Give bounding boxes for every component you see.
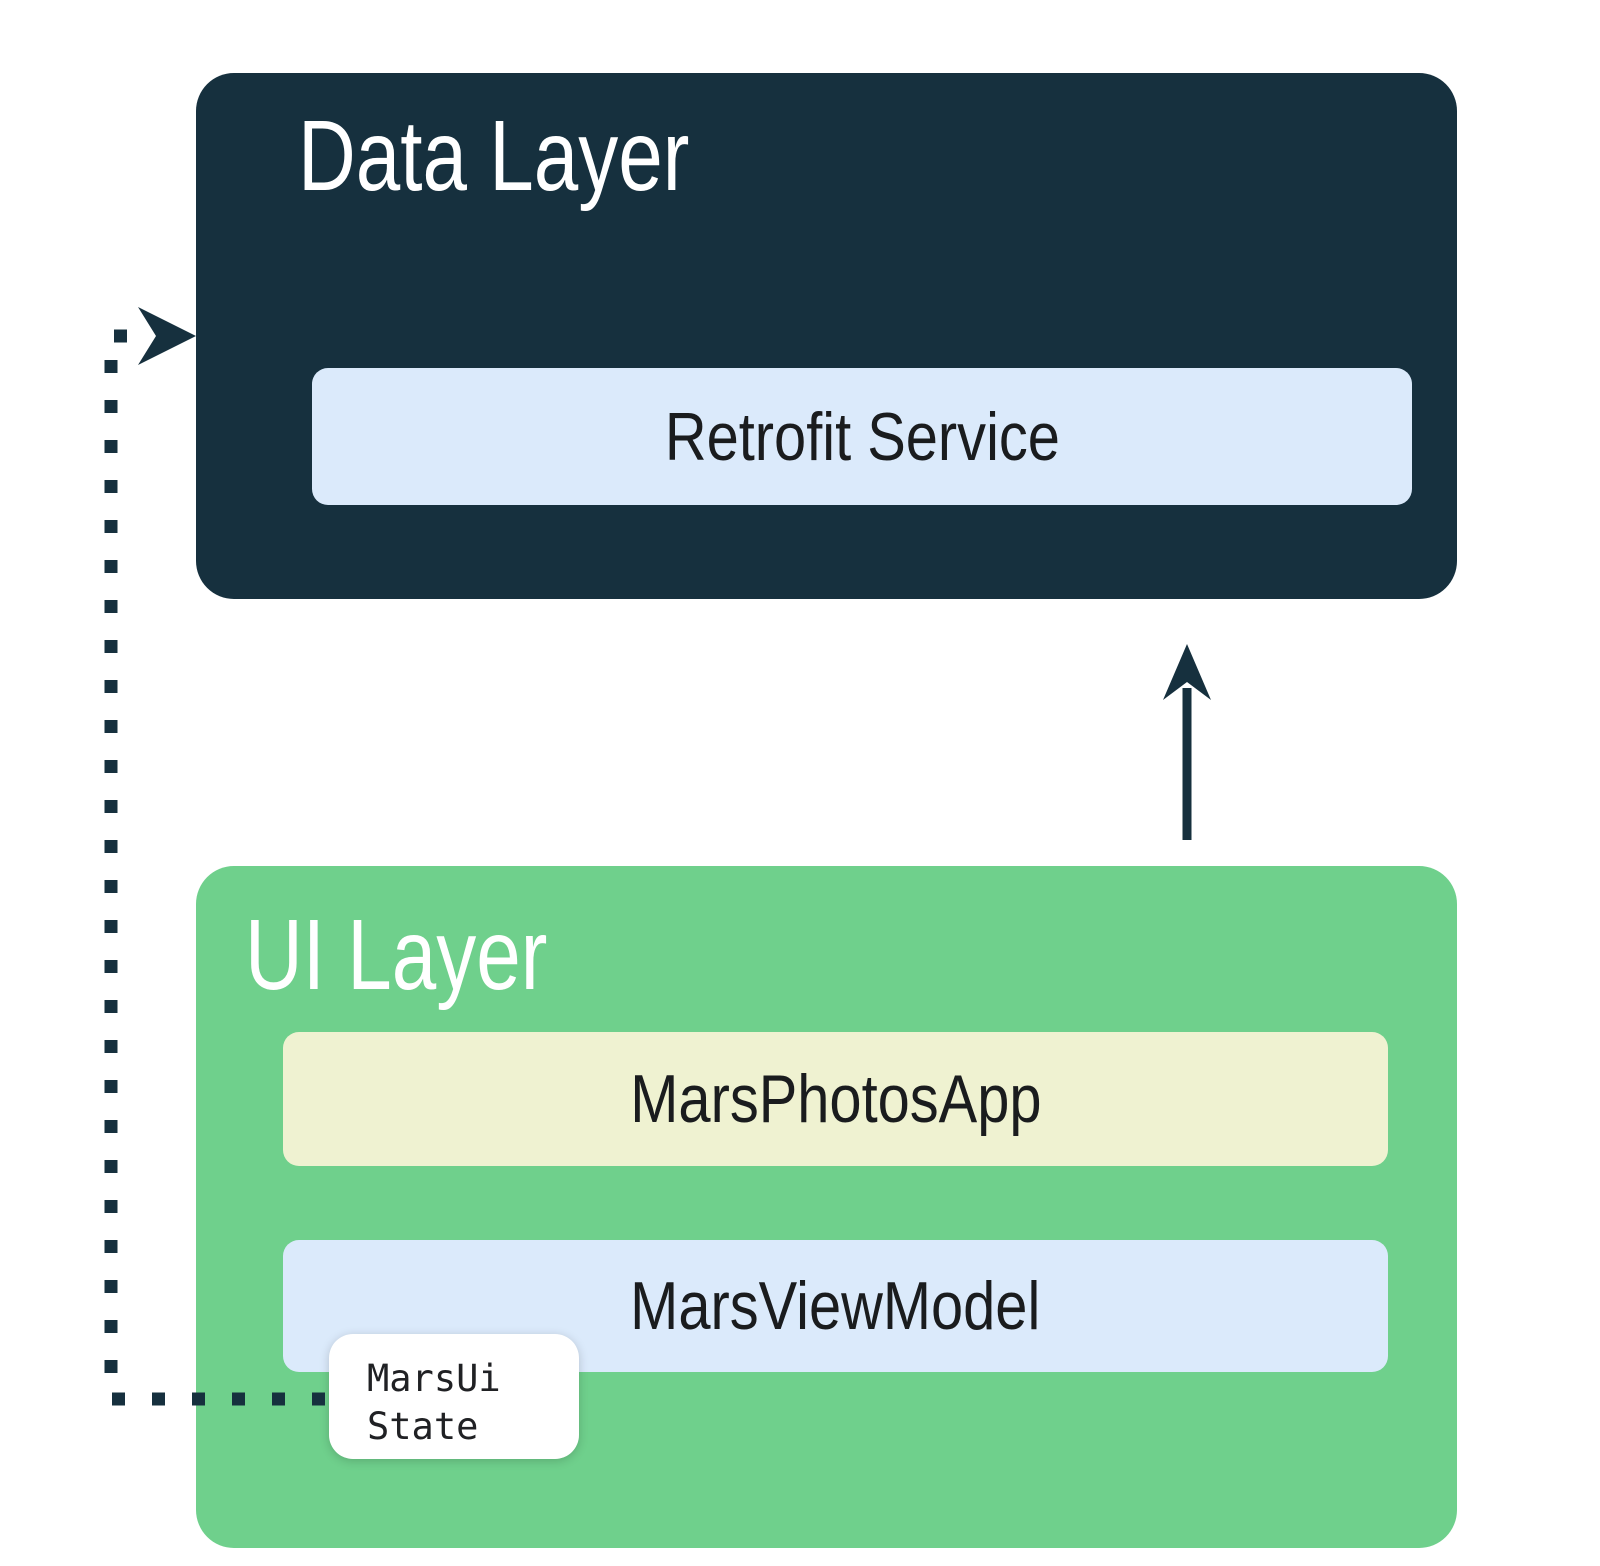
ui-layer-title: UI Layer (245, 899, 548, 1011)
mars-photos-app-box: MarsPhotosApp (283, 1032, 1388, 1166)
mars-ui-state-box: MarsUi State (329, 1334, 579, 1459)
solid-up-arrowhead-icon (1163, 644, 1211, 700)
ui-layer-box: UI Layer MarsPhotosApp MarsViewModel Mar… (196, 866, 1457, 1548)
solid-up-arrow (1163, 644, 1211, 840)
mars-view-model-label: MarsViewModel (630, 1268, 1041, 1344)
mars-ui-state-label: MarsUi State (367, 1357, 501, 1448)
data-layer-box: Data Layer Retrofit Service (196, 73, 1457, 599)
retrofit-service-label: Retrofit Service (664, 398, 1060, 475)
mars-photos-app-label: MarsPhotosApp (629, 1061, 1042, 1137)
data-layer-title: Data Layer (298, 100, 690, 212)
dotted-arrowhead-icon (138, 307, 196, 365)
retrofit-service-box: Retrofit Service (312, 368, 1412, 505)
